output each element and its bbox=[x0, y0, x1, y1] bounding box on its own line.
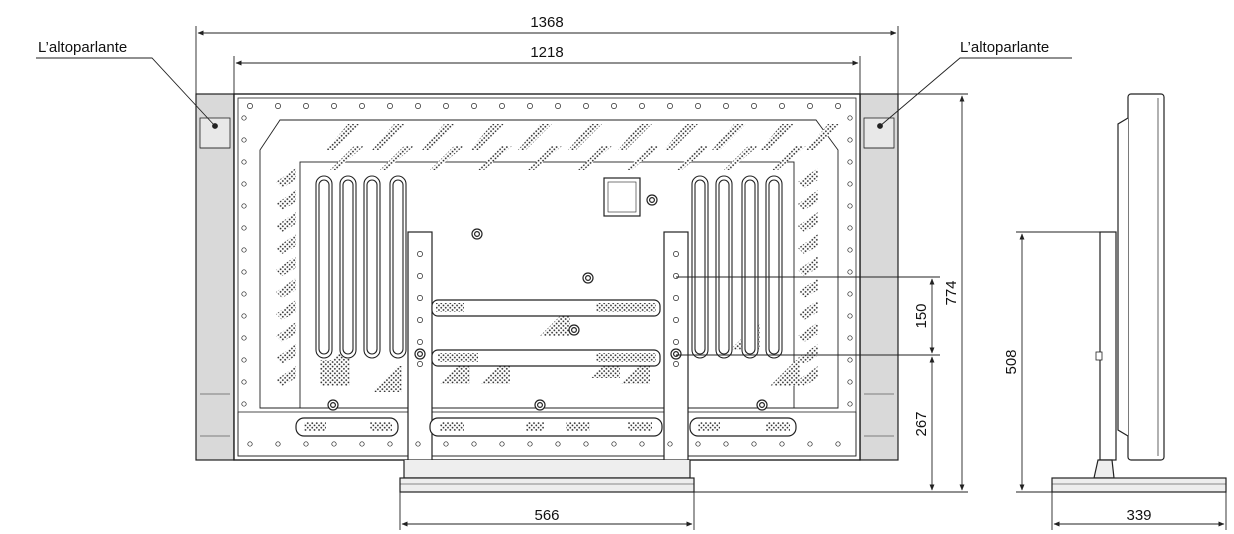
dim-side-depth: 339 bbox=[1126, 507, 1151, 524]
dim-overall-height: 774 bbox=[943, 280, 960, 305]
speaker-left-leader bbox=[36, 57, 216, 127]
dim-side-height: 508 bbox=[1003, 349, 1020, 374]
stand-base bbox=[403, 460, 691, 479]
speaker-right-leader bbox=[879, 57, 1072, 127]
dim-stand-width: 566 bbox=[534, 507, 559, 524]
dim-overall-width: 1368 bbox=[530, 14, 563, 31]
dim-mount-spacing: 150 bbox=[913, 303, 930, 328]
speaker-right-label: L’altoparlante bbox=[960, 39, 1049, 56]
dimension-lines bbox=[36, 26, 1227, 530]
rear-view bbox=[195, 93, 899, 493]
side-view bbox=[1051, 93, 1227, 493]
dim-panel-width: 1218 bbox=[530, 44, 563, 61]
speaker-left-label: L’altoparlante bbox=[38, 39, 127, 56]
dim-mount-height: 267 bbox=[913, 411, 930, 436]
left-speaker bbox=[195, 93, 235, 461]
